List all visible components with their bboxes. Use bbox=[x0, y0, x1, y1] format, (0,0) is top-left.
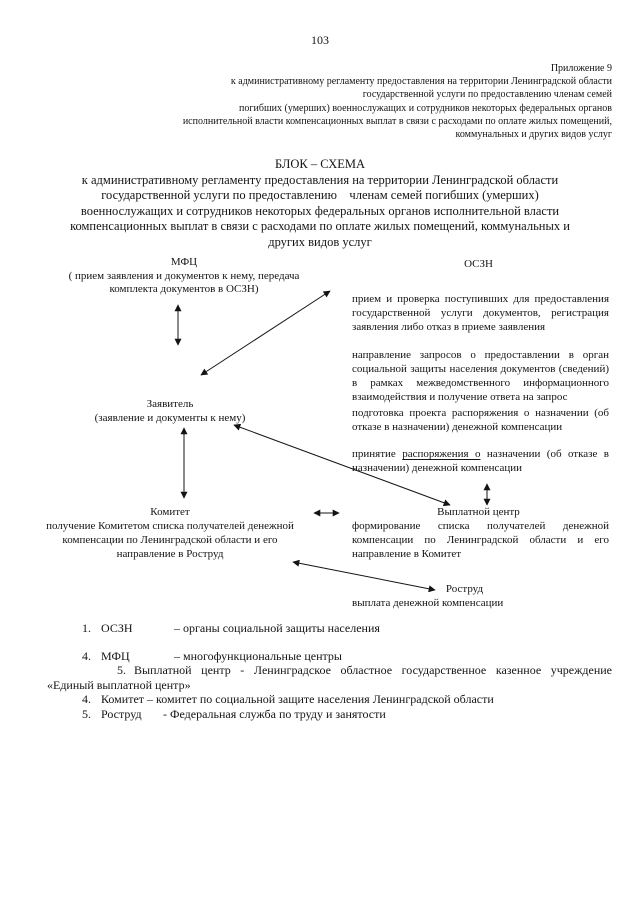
page-number: 103 bbox=[311, 33, 329, 47]
node-oszn-title: ОСЗН bbox=[464, 258, 493, 270]
node-payment-center-title: Выплатной центр bbox=[437, 506, 520, 518]
node-zayavitel-subtitle: (заявление и документы к нему) bbox=[94, 412, 246, 424]
node-rostrud-title: Роструд bbox=[445, 583, 484, 595]
legend-def: комитет по социальной защите населения Л… bbox=[156, 692, 494, 706]
appendix-line: к административному регламенту предостав… bbox=[230, 76, 612, 88]
node-payment-center-text: формирование списка получателей денежной… bbox=[352, 520, 609, 560]
legend-list: 1. ОСЗН – органы социальной защиты населен… bbox=[40, 621, 612, 721]
legend-term: Выплатной центр - bbox=[134, 663, 254, 677]
node-komitet-line: компенсации по Ленинградской области и е… bbox=[62, 534, 278, 546]
oszn-step-1: прием и проверка поступивших для предост… bbox=[352, 293, 609, 333]
title-line: компенсационных выплат в связи с расхода… bbox=[70, 219, 570, 234]
legend-num: 5. bbox=[117, 663, 126, 677]
node-rostrud: Роструд выплата денежной компенсации bbox=[352, 582, 577, 610]
appendix-line: коммунальных и других видов услуг bbox=[455, 129, 613, 141]
node-komitet-line: получение Комитетом списка получателей д… bbox=[46, 520, 294, 532]
legend-item-oszn: 1. ОСЗН – органы социальной защиты населен… bbox=[40, 621, 612, 636]
title-line: к административному регламенту предостав… bbox=[81, 172, 559, 187]
node-zayavitel: Заявитель (заявление и документы к нему) bbox=[38, 397, 302, 425]
appendix-line: государственной услуги по предоставлению… bbox=[362, 89, 612, 101]
oszn-step-4: принятие распоряжения о назначении (об о… bbox=[352, 447, 609, 475]
oszn-step-3: подготовка проекта распоряжения о назнач… bbox=[352, 407, 609, 433]
document-title: БЛОК – СХЕМА к административному регламе… bbox=[36, 157, 604, 251]
legend-term: Роструд bbox=[101, 706, 142, 721]
title-line: государственной услуги по предоставлению… bbox=[101, 188, 539, 203]
node-mfc-line: комплекта документов в ОСЗН) bbox=[109, 283, 259, 295]
node-komitet: Комитет получение Комитетом списка получ… bbox=[10, 505, 330, 561]
legend-item-payment-center: 5. Выплатной центр - Ленинградское област… bbox=[40, 663, 612, 692]
node-mfc-title: МФЦ bbox=[170, 256, 198, 268]
node-mfc-line: ( прием заявления и документов к нему, п… bbox=[68, 269, 300, 282]
oszn-step-2: направление запросов о предоставлении в … bbox=[352, 349, 609, 403]
legend-num: 4. bbox=[82, 648, 91, 663]
appendix-label: Приложение 9 bbox=[550, 63, 612, 74]
node-zayavitel-title: Заявитель bbox=[146, 398, 194, 410]
legend-num: 1. bbox=[82, 621, 91, 635]
legend-def: – многофункциональные центры bbox=[174, 648, 342, 663]
legend-item-mfc: 4. МФЦ – многофункциональные центры bbox=[40, 649, 612, 664]
appendix-line: исполнительной власти компенсационных вы… bbox=[182, 115, 612, 127]
legend-def: – органы социальной защиты населения bbox=[174, 621, 380, 635]
legend-term: Комитет – bbox=[101, 692, 154, 706]
legend-item-rostrud: 5. Роструд - Федеральная служба по труду и… bbox=[40, 707, 612, 722]
title-line: военнослужащих и сотрудников некоторых ф… bbox=[80, 203, 560, 218]
oszn-step-4-pre: принятие bbox=[352, 448, 403, 460]
node-komitet-line: направление в Роструд bbox=[116, 548, 224, 560]
legend-def: Ленинградское областное государственное … bbox=[47, 663, 613, 692]
node-komitet-title: Комитет bbox=[150, 506, 190, 518]
legend-def: - Федеральная служба по труду и занятост… bbox=[163, 706, 386, 721]
node-rostrud-subtitle: выплата денежной компенсации bbox=[352, 597, 504, 609]
legend-term: МФЦ bbox=[101, 648, 130, 663]
appendix-header: Приложение 9 к административному регламе… bbox=[88, 62, 612, 141]
arrow-zayavitel-oszn bbox=[200, 290, 331, 376]
legend-num: 4. bbox=[82, 692, 91, 706]
legend-term: ОСЗН bbox=[101, 621, 133, 635]
legend-num: 5. bbox=[82, 706, 91, 721]
appendix-line: погибших (умерших) военнослужащих и сотр… bbox=[239, 102, 612, 114]
node-mfc: МФЦ ( прием заявления и документов к нем… bbox=[38, 256, 330, 297]
legend-item-komitet: 4. Комитет – комитет по социальной защите… bbox=[40, 692, 612, 707]
oszn-step-4-underlined: распоряжения о bbox=[402, 448, 481, 460]
title-line: других видов услуг bbox=[268, 234, 372, 249]
title-heading: БЛОК – СХЕМА bbox=[274, 157, 366, 171]
